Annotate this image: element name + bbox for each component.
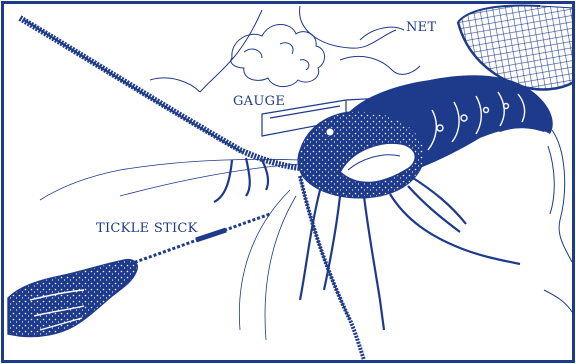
gauge-label: GAUGE bbox=[233, 95, 285, 108]
net-label: NET bbox=[406, 21, 436, 34]
lobster-body bbox=[298, 75, 553, 198]
hand-drawing bbox=[8, 260, 137, 337]
tickle-stick-label: TICKLE STICK bbox=[96, 222, 198, 235]
